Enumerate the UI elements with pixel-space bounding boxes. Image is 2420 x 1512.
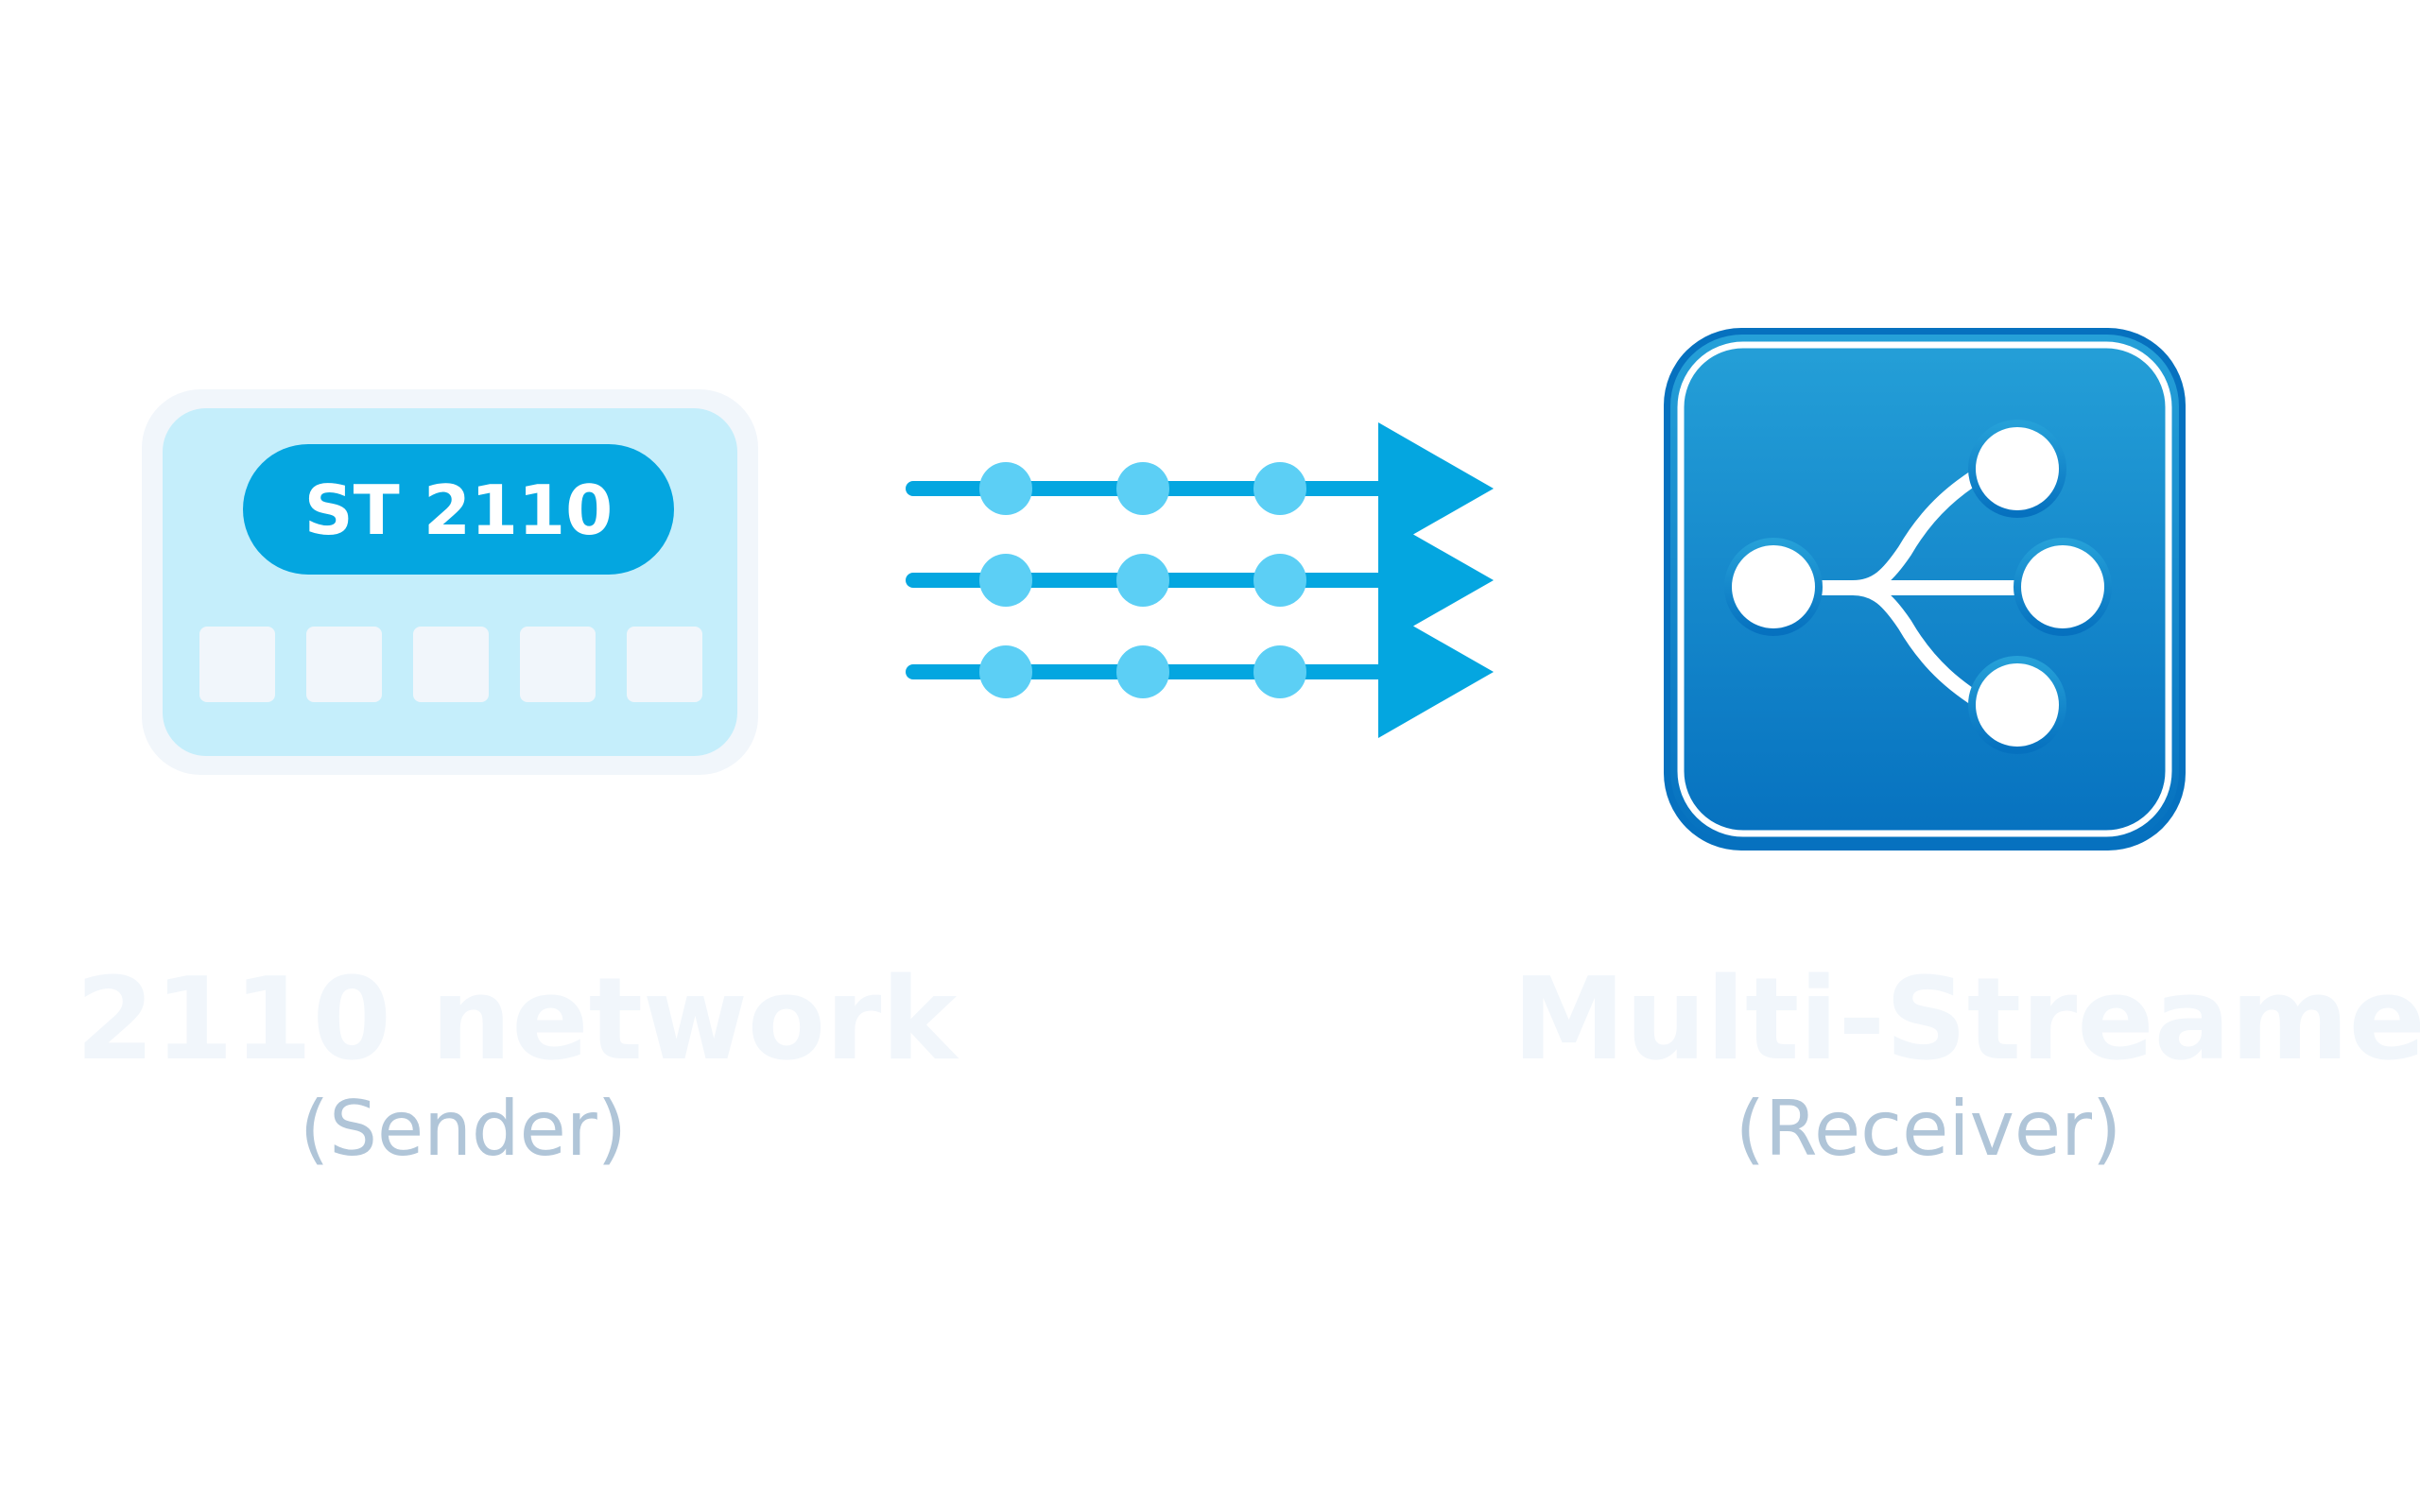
stream-packet xyxy=(1253,645,1306,698)
split-stream-output-node xyxy=(2014,538,2112,636)
sender-title: 2110 network xyxy=(76,954,958,1086)
stream-packet xyxy=(979,462,1032,515)
sender-caption: 2110 network (Sender) xyxy=(76,954,958,1191)
sender-role: (Sender) xyxy=(299,1085,627,1173)
sender-port xyxy=(520,627,596,702)
sender-device: ST 2110 xyxy=(142,389,758,775)
sender-port xyxy=(627,627,702,702)
receiver-title: Multi-Streamer xyxy=(1512,954,2420,1086)
receiver-role: (Receiver) xyxy=(1735,1085,2122,1173)
split-stream-source-node xyxy=(1724,538,1823,636)
stream-packet xyxy=(1116,462,1169,515)
receiver-device-ring xyxy=(1677,341,2172,837)
stream-packet xyxy=(1116,645,1169,698)
stream-packet xyxy=(979,645,1032,698)
stream-packet xyxy=(1116,554,1169,607)
multi-stream-arrow-icon xyxy=(906,422,1494,738)
split-stream-output-node xyxy=(1968,420,2066,518)
sender-port xyxy=(413,627,489,702)
sender-port xyxy=(199,627,275,702)
st2110-chip-body xyxy=(243,444,674,575)
receiver-caption: Multi-Streamer (Receiver) xyxy=(1512,954,2420,1191)
sender-port xyxy=(306,627,382,702)
split-stream-output-node xyxy=(1968,656,2066,754)
stream-packet xyxy=(979,554,1032,607)
st2110-chip: ST 2110 xyxy=(243,444,674,575)
split-stream-branches xyxy=(1807,457,2021,718)
split-stream-icon xyxy=(1724,420,2112,754)
stream-packet xyxy=(1253,554,1306,607)
st2110-chip-label: ST 2110 xyxy=(304,471,613,550)
receiver-device xyxy=(1664,328,2186,850)
sender-ports xyxy=(199,627,702,702)
stream-arrowhead xyxy=(1378,422,1494,738)
stream-packet xyxy=(1253,462,1306,515)
